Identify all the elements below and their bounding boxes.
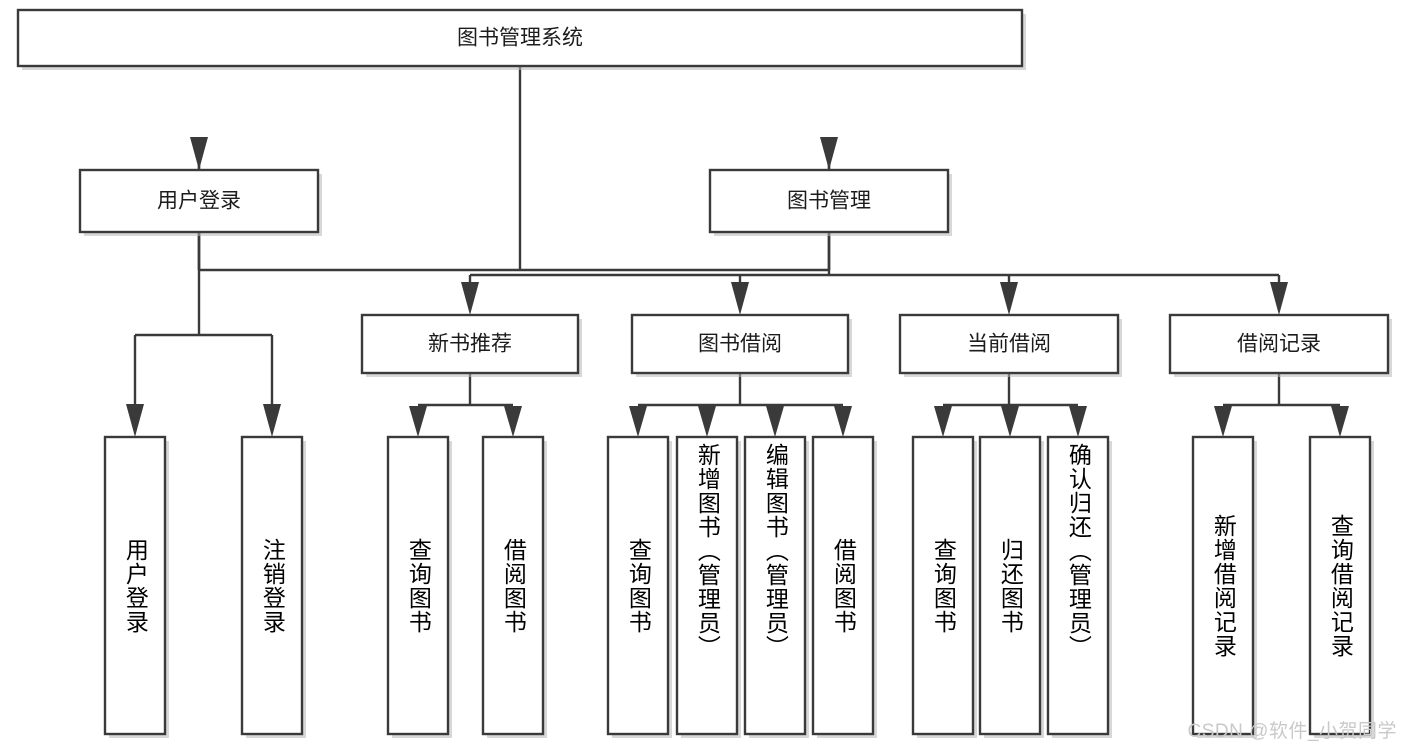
node-borrow-record-label: 借阅记录	[1237, 333, 1321, 356]
node-current-borrow-label: 当前借阅	[967, 333, 1051, 356]
node-user-login-label: 用户登录	[157, 190, 241, 213]
watermark: CSDN @软件_小贺同学	[1187, 721, 1397, 742]
node-leaf-edit-book-box[interactable]	[743, 435, 807, 736]
arrowhead-current-borrow	[1000, 282, 1018, 315]
node-leaf-borrow-book-rec[interactable]	[481, 435, 547, 738]
arrowhead-book-borrow	[731, 282, 749, 315]
node-leaf-borrow-book-box[interactable]	[811, 435, 875, 736]
node-leaf-logout[interactable]	[240, 435, 306, 738]
node-book-mgmt[interactable]: 图书管理	[708, 168, 952, 236]
node-book-mgmt-label: 图书管理	[787, 190, 871, 213]
node-leaf-query-book-rec[interactable]	[386, 435, 452, 738]
node-current-borrow[interactable]: 当前借阅	[898, 313, 1122, 377]
node-user-login-box[interactable]	[78, 168, 320, 234]
node-book-borrow-label: 图书借阅	[698, 333, 782, 356]
node-root[interactable]: 图书管理系统	[16, 8, 1026, 70]
node-book-borrow[interactable]: 图书借阅	[630, 313, 852, 377]
node-current-borrow-box[interactable]	[898, 313, 1120, 375]
node-leaf-add-book-box[interactable]	[675, 435, 739, 736]
node-new-book-rec-label: 新书推荐	[428, 333, 512, 356]
node-book-mgmt-box[interactable]	[708, 168, 950, 234]
leaf-boxes-layer	[103, 435, 1374, 738]
arrowhead-user-login	[190, 137, 208, 170]
node-leaf-query-book-current[interactable]	[911, 435, 977, 738]
arrowhead-leaf-logout	[263, 404, 281, 437]
arrowhead-book-mgmt	[820, 137, 838, 170]
node-leaf-return-book[interactable]	[978, 435, 1044, 738]
arrowhead-leaf-add-book	[698, 406, 716, 437]
arrowhead-new-book-rec	[461, 282, 479, 315]
node-leaf-query-record[interactable]	[1308, 435, 1374, 738]
node-new-book-rec[interactable]: 新书推荐	[360, 313, 582, 377]
arrowhead-leaf-confirm-return	[1069, 406, 1087, 437]
node-leaf-query-book-current-box[interactable]	[911, 435, 975, 736]
node-root-box[interactable]	[16, 8, 1024, 68]
node-leaf-add-record[interactable]	[1191, 435, 1257, 738]
node-leaf-logout-box[interactable]	[240, 435, 304, 736]
node-leaf-query-record-box[interactable]	[1308, 435, 1372, 736]
node-leaf-confirm-return-box[interactable]	[1046, 435, 1110, 736]
arrowhead-leaf-query-book-rec	[409, 406, 427, 437]
node-user-login[interactable]: 用户登录	[78, 168, 322, 236]
node-root-label: 图书管理系统	[457, 27, 583, 50]
arrowhead-leaf-user-login	[126, 404, 144, 437]
edges-layer	[126, 66, 1349, 437]
node-leaf-user-login[interactable]	[103, 435, 169, 738]
node-book-borrow-box[interactable]	[630, 313, 850, 375]
arrowhead-leaf-return-book	[1001, 406, 1019, 437]
node-leaf-borrow-book[interactable]	[811, 435, 877, 738]
arrowhead-leaf-borrow-book-rec	[504, 406, 522, 437]
node-leaf-add-book[interactable]	[675, 435, 741, 738]
arrowhead-borrow-record	[1270, 282, 1288, 315]
node-leaf-query-book-rec-box[interactable]	[386, 435, 450, 736]
node-borrow-record[interactable]: 借阅记录	[1168, 313, 1392, 377]
arrowhead-leaf-add-record	[1214, 406, 1232, 437]
nodes-layer: 图书管理系统 用户登录 图书管理 新书推荐	[16, 8, 1392, 738]
arrowhead-leaf-query-book-current	[934, 406, 952, 437]
arrowhead-leaf-borrow-book	[834, 406, 852, 437]
node-new-book-rec-box[interactable]	[360, 313, 580, 375]
node-borrow-record-box[interactable]	[1168, 313, 1390, 375]
node-leaf-query-book-borrow-box[interactable]	[606, 435, 670, 736]
node-leaf-add-record-box[interactable]	[1191, 435, 1255, 736]
node-leaf-return-book-box[interactable]	[978, 435, 1042, 736]
arrowhead-leaf-edit-book	[766, 406, 784, 437]
node-leaf-user-login-box[interactable]	[103, 435, 167, 736]
node-leaf-query-book-borrow[interactable]	[606, 435, 672, 738]
node-leaf-confirm-return[interactable]	[1046, 435, 1112, 738]
arrowhead-leaf-query-book-borrow	[629, 406, 647, 437]
node-leaf-edit-book[interactable]	[743, 435, 809, 738]
node-leaf-borrow-book-rec-box[interactable]	[481, 435, 545, 736]
arrowhead-leaf-query-record	[1331, 406, 1349, 437]
